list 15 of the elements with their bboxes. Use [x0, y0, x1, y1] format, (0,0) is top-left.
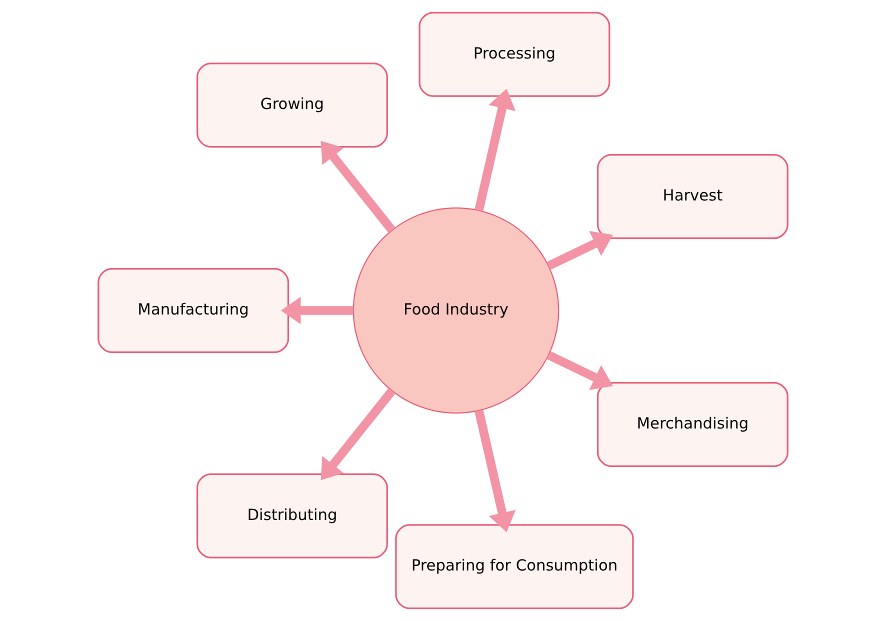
arrow: [280, 296, 353, 324]
node-box: Harvest: [596, 154, 788, 240]
arrow: [546, 351, 612, 390]
node-box: Preparing for Consumption: [394, 524, 634, 610]
arrow: [546, 231, 612, 270]
arrow: [320, 388, 395, 480]
arrow: [474, 88, 516, 212]
node-box: Growing: [196, 62, 388, 148]
arrow: [320, 140, 395, 233]
node-box: Processing: [418, 12, 610, 97]
node-box: Distributing: [196, 473, 388, 558]
node-box: Merchandising: [596, 382, 788, 467]
arrow: [474, 410, 516, 532]
node-circle: Food Industry: [352, 207, 559, 414]
node-box: Manufacturing: [97, 268, 289, 354]
